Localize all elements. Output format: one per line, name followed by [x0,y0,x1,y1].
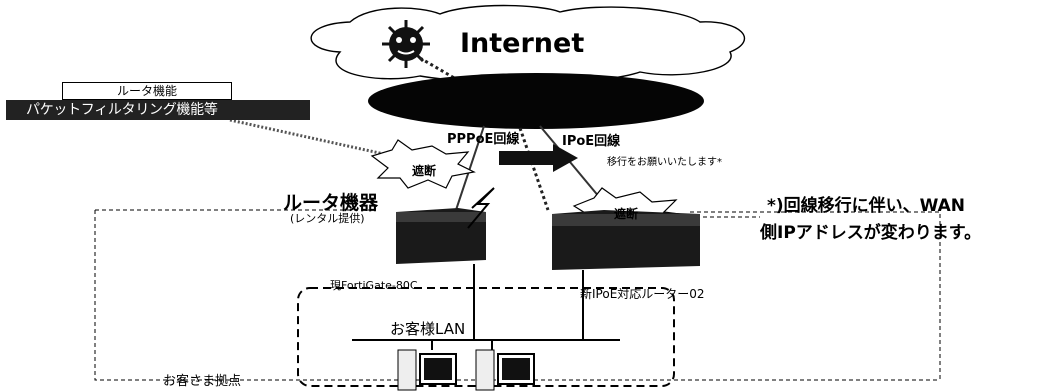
block-burst-left [370,139,476,189]
pppoe-label: PPPoE回線 [447,132,520,147]
site-boundary [94,209,941,381]
router-device-sublabel: (レンタル提供) [290,212,365,225]
attack-path-down [518,127,550,211]
migration-arrow [499,144,578,172]
filter-path [229,118,421,164]
ipoe-label: IPoE回線 [562,134,621,149]
current-device-label: 現FortiGate-80C [330,279,418,292]
virus-icon [382,20,430,68]
block-label-left: 遮断 [412,164,437,178]
site-label: お客さま拠点 [163,374,242,389]
packet-filter-label: パケットフィルタリング機能等 [6,100,310,120]
pc-icon-2 [475,349,535,391]
new-device-label: 新IPoE対応ルーター02 [580,287,705,301]
isp-ellipse [368,73,704,129]
block-label-right: 遮断 [614,207,639,221]
router-device-label: ルータ機器 [283,192,379,214]
migration-request-label: 移行をお願いいたします* [607,157,722,168]
pppoe-line [455,125,485,211]
lan-label: お客様LAN [390,320,466,338]
router-function-box: ルータ機能 [62,82,232,100]
pc-icon-1 [397,349,457,391]
note-line2: 側IPアドレスが変わります。 [760,223,982,243]
note-line1: *)回線移行に伴い、WAN [767,196,966,216]
internet-label: Internet [460,28,585,59]
